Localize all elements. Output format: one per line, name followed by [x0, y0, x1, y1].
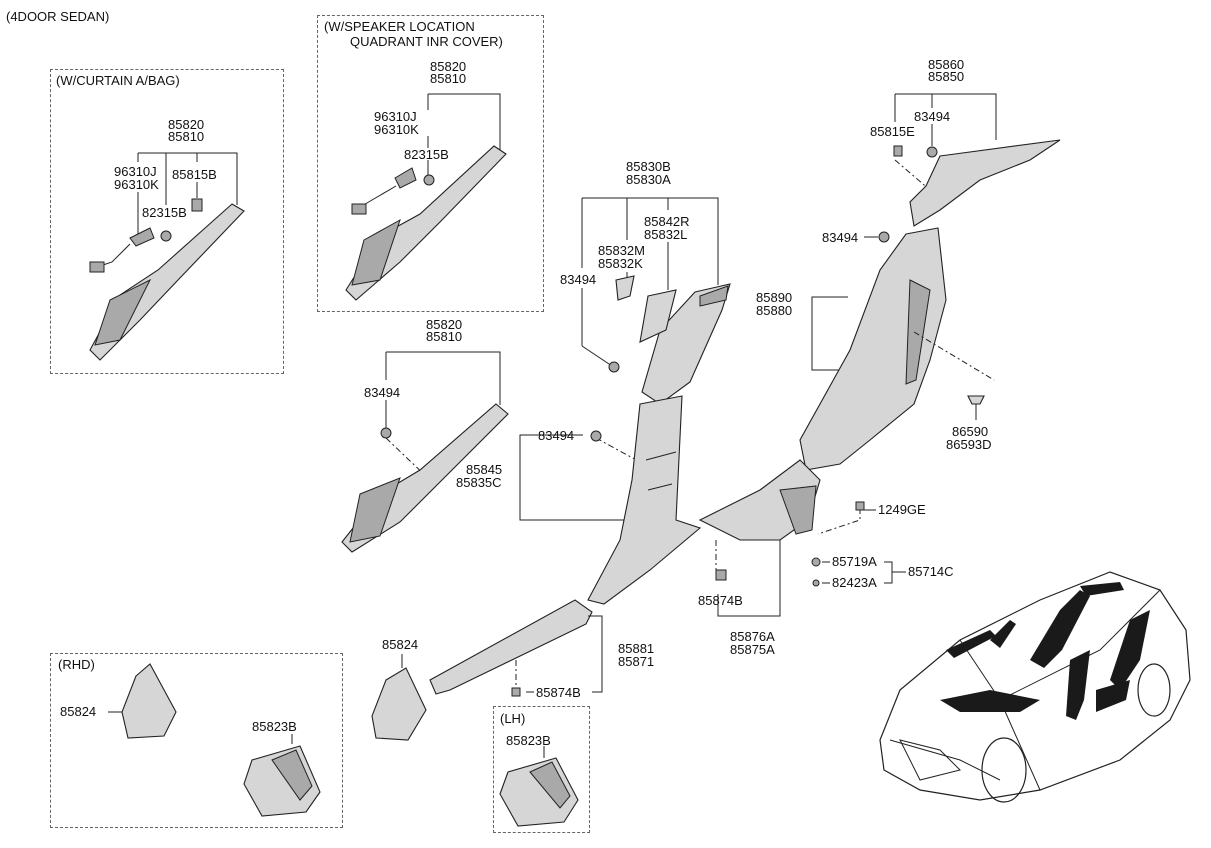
part-number: 83494 [538, 428, 575, 443]
part-number: 85830B [626, 159, 671, 174]
part-number: 85820 [168, 117, 205, 132]
a-pillar-trim-main [341, 351, 509, 553]
part-number: 83494 [914, 109, 951, 124]
part-number: 85881 [618, 641, 655, 656]
rhd-group [50, 653, 343, 828]
part-number: 85875A [730, 642, 775, 657]
part-number: 85880 [756, 303, 793, 318]
part-number: 85810 [426, 329, 463, 344]
part-number: 82315B [404, 147, 449, 162]
part-number: 82315B [142, 205, 187, 220]
part-number: 85714C [908, 564, 954, 579]
part-number: 1249GE [878, 502, 926, 517]
part-number: 85719A [832, 554, 877, 569]
rear-wheelhouse-trim [698, 459, 906, 617]
lh-group-title: (LH) [500, 711, 526, 726]
part-number: 86593D [946, 437, 992, 452]
rhd-parts [108, 663, 321, 817]
speaker-location-group [317, 15, 544, 312]
speaker-group-title: (W/SPEAKER LOCATION [324, 19, 475, 34]
vehicle-illustration [879, 571, 1191, 803]
part-number: 86590 [952, 424, 989, 439]
part-number: 85824 [382, 637, 419, 652]
b-pillar-lower-trim [519, 395, 702, 605]
part-number: 85890 [756, 290, 793, 305]
part-number: 85820 [426, 317, 463, 332]
part-number: 85820 [430, 59, 467, 74]
c-pillar-upper-trim [893, 93, 1061, 227]
a-pillar-trim-speaker [345, 93, 507, 301]
part-number: 83494 [560, 272, 597, 287]
vehicle-variant-label: (4DOOR SEDAN) [6, 9, 110, 24]
part-number: 85871 [618, 654, 655, 669]
part-number: 85874B [536, 685, 581, 700]
part-number: 85823B [252, 719, 297, 734]
part-number: 85830A [626, 172, 671, 187]
part-number: 85876A [730, 629, 775, 644]
part-number: 85832K [598, 256, 643, 271]
curtain-airbag-group-title: (W/CURTAIN A/BAG) [56, 73, 180, 88]
part-number: 85832L [644, 227, 688, 242]
part-number: 85832M [598, 243, 645, 258]
part-number: 85860 [928, 57, 965, 72]
part-number: 85810 [168, 129, 205, 144]
part-number: 96310K [374, 122, 419, 137]
part-number: 85835C [456, 475, 502, 490]
part-number: 85842R [644, 214, 690, 229]
scuff-plate [429, 599, 603, 697]
part-number: 96310J [114, 164, 157, 179]
a-pillar-trim-curtain [89, 152, 245, 361]
part-number: 85824 [60, 704, 97, 719]
part-number: 83494 [364, 385, 401, 400]
speaker-group-title: QUADRANT INR COVER) [350, 34, 503, 49]
lh-parts [499, 746, 579, 827]
rhd-group-title: (RHD) [58, 657, 95, 672]
part-number: 82423A [832, 575, 877, 590]
part-number: 85810 [430, 71, 467, 86]
b-pillar-upper-trim [581, 197, 731, 405]
part-number: 85815B [172, 167, 217, 182]
part-number: 85823B [506, 733, 551, 748]
part-number: 96310J [374, 109, 417, 124]
part-number: 83494 [822, 230, 859, 245]
quarter-trim [799, 227, 995, 471]
kick-panel-cover [371, 654, 427, 741]
part-number: 85845 [466, 462, 503, 477]
lh-group [493, 706, 590, 833]
part-number: 85850 [928, 69, 965, 84]
curtain-airbag-group [50, 69, 284, 374]
part-number: 85874B [698, 593, 743, 608]
part-number: 85815E [870, 124, 915, 139]
part-number: 96310K [114, 177, 159, 192]
